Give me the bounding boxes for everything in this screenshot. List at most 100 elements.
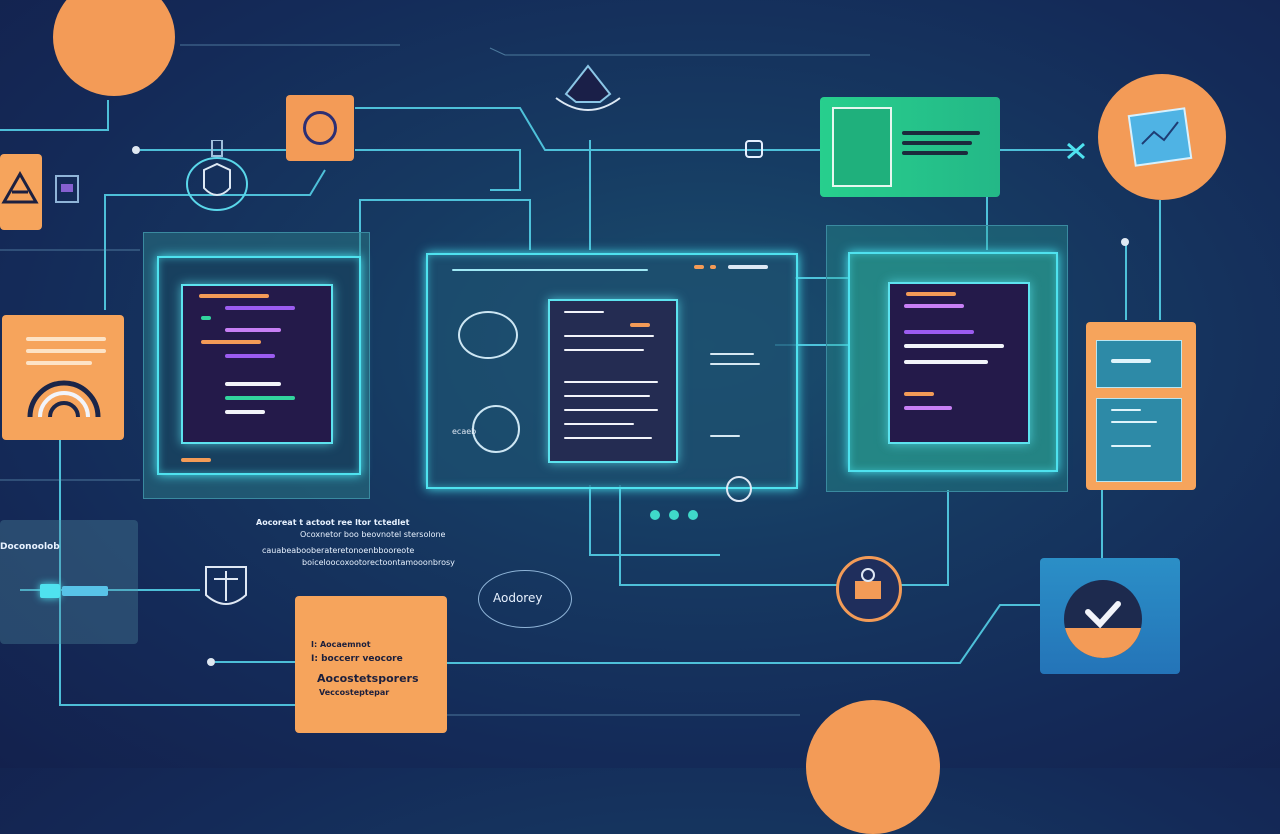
brain-icon[interactable] [458,311,518,359]
info-line: I: boccerr veocore [311,654,403,664]
tab-dot [694,265,704,269]
connector-icon [1067,142,1085,160]
code-line [564,395,650,397]
code-line [906,292,956,296]
center-window[interactable] [426,253,798,489]
code-line [904,406,952,410]
code-line [564,423,634,425]
shield-icon [186,140,248,211]
list-panel [1096,340,1182,388]
green-card[interactable] [820,97,1000,197]
code-line [564,349,644,351]
code-line [201,340,261,344]
right-window[interactable] [848,252,1058,472]
pin-icon [745,140,763,158]
side-line [710,435,740,437]
badge-label: Aodorey [493,591,543,605]
card-line [26,337,106,341]
code-line [225,306,295,310]
card-line [902,131,980,135]
code-line [225,328,281,332]
center-code-screen [548,299,678,463]
robot-icon [55,175,79,203]
caption-line: cauabeabooberateretonoenbbooreote [262,546,415,555]
wifi-card[interactable] [2,315,124,440]
info-line: I: Aocaemnot [311,640,371,649]
code-line [201,316,211,320]
left-code-screen [181,284,333,444]
mailbox-icon[interactable] [472,405,520,453]
check-tile[interactable] [1040,558,1180,674]
caption-line: Aocoreat t actoot ree ltor tctedlet [256,518,410,527]
mailbox-icon [855,568,881,599]
caption-line: Ocoxnetor boo beovnotel stersolone [300,530,446,539]
side-line [710,353,754,355]
check-circle [1064,580,1142,658]
orange-circle-top-left [53,0,175,96]
caption-line: boiceloocoxootorectoontamooonbrosy [302,558,455,567]
code-line [904,304,964,308]
info-line: Aocostetsporers [317,672,419,685]
info-line: Veccosteptepar [319,688,390,697]
circuit-wires [0,44,1161,716]
code-line [904,392,934,396]
signal-bar [40,584,60,598]
code-line [564,409,658,411]
wire-node [1121,238,1129,246]
title-bar [452,269,648,271]
check-icon [1085,601,1121,629]
small-label: ecaeb [452,427,477,436]
left-window[interactable] [157,256,361,475]
list-panel [1096,398,1182,482]
ring-button[interactable] [286,95,354,161]
brain-icon [832,107,892,187]
list-line [1111,409,1141,411]
badge[interactable]: Aodorey [478,570,572,628]
loading-dot [688,510,698,520]
code-line [904,330,974,334]
code-line [564,335,654,337]
tab-dot [710,265,716,269]
signal-bar [62,586,108,596]
code-line [199,294,269,298]
left-panel-label: Doconoolob [0,542,60,552]
loading-dot [650,510,660,520]
code-line [904,344,1004,348]
check-base [1064,628,1142,658]
wire-node [132,146,140,154]
right-code-screen [888,282,1030,444]
wire-node [207,658,215,666]
list-line [1111,421,1157,423]
list-line [1111,445,1151,447]
card-line [26,361,92,365]
warning-triangle-icon [1,170,39,204]
list-line [1111,359,1151,363]
code-line [630,323,650,327]
wifi-signal-icon [27,380,101,418]
warning-tile[interactable] [0,154,42,230]
ring-icon [303,111,337,145]
right-list-card[interactable] [1086,322,1196,490]
left-status-panel[interactable]: Doconoolob [0,520,138,644]
info-card[interactable]: I: Aocaemnot I: boccerr veocore Aocostet… [295,596,447,733]
chart-icon [1127,107,1193,167]
code-line [564,311,604,313]
orange-circle-bottom [806,700,940,834]
loading-dot [669,510,679,520]
chart-circle[interactable] [1098,74,1226,200]
code-line [564,381,658,383]
code-line [904,360,988,364]
ship-icon [555,64,621,111]
code-line [225,382,281,386]
card-line [902,151,968,155]
card-line [26,349,106,353]
robot-shield-icon [205,566,247,605]
side-line [710,363,760,365]
card-line [902,141,972,145]
window-footer-bar [181,458,211,462]
code-line [225,396,295,400]
circle-marker-icon [726,476,752,502]
code-line [225,410,265,414]
tab-dot [728,265,768,269]
avatar-badge[interactable] [836,556,902,622]
